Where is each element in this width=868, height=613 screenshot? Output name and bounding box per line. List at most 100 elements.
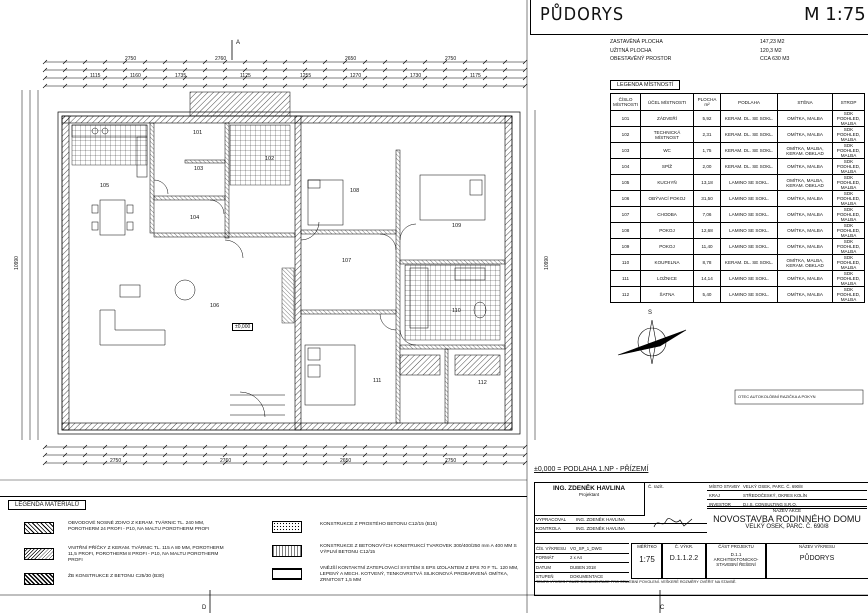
dim-tick (462, 460, 468, 466)
dim-tick (342, 444, 348, 450)
dim-tick (442, 59, 448, 65)
dim-tick (102, 460, 108, 466)
dim-tick (202, 75, 208, 81)
dim-tick (102, 59, 108, 65)
dim-tick (382, 444, 388, 450)
dim-tick (502, 75, 508, 81)
meta-value: DUBEN 2018 (570, 564, 596, 570)
project-label: NÁZEV AKCE (772, 508, 802, 513)
dim-tick (62, 444, 68, 450)
drawing-no: D.1.1.2.2 (669, 555, 699, 562)
dim-tick (322, 83, 328, 89)
dim-tick (262, 67, 268, 73)
dim-tick (142, 75, 148, 81)
company-name: ING. ZDENĚK HAVLINA (552, 485, 626, 492)
partition-walls (149, 122, 506, 424)
materials-legend (0, 496, 527, 595)
dim-tick (202, 83, 208, 89)
dim-text: 2650 (340, 458, 352, 464)
dim-tick (202, 59, 208, 65)
dim-tick (402, 75, 408, 81)
title-header (530, 0, 868, 35)
dim-tick (402, 444, 408, 450)
dim-tick (142, 67, 148, 73)
drawing-no-box: Č. VÝKR. D.1.1.2.2 (661, 543, 707, 579)
dim-tick (382, 83, 388, 89)
meta-label: DATUM (536, 564, 551, 570)
furniture (71, 124, 487, 418)
room-number: 111 (373, 378, 382, 384)
dim-text: 1115 (90, 73, 101, 79)
dim-tick (182, 444, 188, 450)
author-role: KONTROLA (536, 525, 561, 531)
section-label-a: A (236, 40, 241, 46)
dim-tick (122, 75, 128, 81)
drawing-name-label: NÁZEV VÝKRESU (798, 544, 836, 549)
info-value: VELKÝ OSEK, PARC. Č. 690/8 (743, 483, 803, 489)
dim-tick (242, 75, 248, 81)
rooms-legend-header: ČÍSLO MÍSTNOSTI ÚČEL MÍSTNOSTI PLOCHA m²… (609, 93, 865, 111)
dim-tick (142, 452, 148, 458)
info-label: INVESTOR (709, 501, 731, 507)
dim-tick (122, 444, 128, 450)
dim-tick (182, 75, 188, 81)
room-number: 112 (478, 380, 487, 386)
room-cell: SDK PODHLED, MALBA (832, 190, 865, 207)
material-item: VNITŘNÍ PŘÍČKY Z KERAM. TVÁRNIC TL. 115 … (68, 546, 224, 563)
scale-box: MĚŘÍTKO 1:75 (631, 543, 663, 579)
room-cell: LAMINO SE SOKL. (720, 286, 779, 303)
dim-tick (302, 67, 308, 73)
part-value: D.1.1 ARCHITEKTONICKO-STAVEBNÍ ŘEŠENÍ (713, 552, 759, 567)
dim-tick (122, 460, 128, 466)
dim-tick (482, 460, 488, 466)
material-item: ŽB KONSTRUKCE Z BETONU C25/30 (B30) (68, 574, 165, 579)
dim-tick (342, 83, 348, 89)
dim-tick (262, 460, 268, 466)
dim-tick (162, 67, 168, 73)
drawing-no-label: Č. VÝKR. (674, 544, 694, 549)
dim-tick (422, 452, 428, 458)
dim-tick (42, 75, 48, 81)
wardrobe-hatch (399, 354, 441, 376)
dim-tick (282, 59, 288, 65)
dim-tick (342, 460, 348, 466)
rooms-legend-title: LEGENDA MÍSTNOSTÍ (610, 80, 681, 90)
room-cell: 5,40 (693, 286, 722, 303)
area-label: OBESTAVĚNÝ PROSTOR (610, 56, 672, 62)
dim-tick (322, 460, 328, 466)
dim-tick (402, 460, 408, 466)
dim-tick (382, 59, 388, 65)
dim-tick (522, 59, 528, 65)
kitchen-tile (71, 124, 148, 166)
dim-tick (482, 59, 488, 65)
dim-tick (442, 75, 448, 81)
dim-tick (262, 444, 268, 450)
area-value: 120,3 M2 (760, 47, 782, 54)
dim-tick (522, 460, 528, 466)
dim-tick (222, 67, 228, 73)
dim-tick (422, 67, 428, 73)
dim-tick (422, 83, 428, 89)
dim-tick (62, 83, 68, 89)
author-name: ING. ZDENĚK HAVLINA (576, 516, 625, 522)
dim-tick (342, 59, 348, 65)
dim-tick (322, 444, 328, 450)
dim-tick (122, 452, 128, 458)
meta-label: FORMÁT (536, 555, 555, 561)
area-label: ZASTAVĚNÁ PLOCHA (610, 39, 663, 45)
dim-tick (202, 460, 208, 466)
dim-tick (502, 83, 508, 89)
terrace-hatch (189, 91, 291, 117)
swatch-brick-240 (24, 522, 54, 534)
dim-text: 1730 (410, 73, 422, 79)
chimney (281, 267, 295, 324)
dim-tick (42, 452, 48, 458)
dim-text: 2750 (445, 56, 457, 62)
drawing-name: PŮDORYS (799, 555, 835, 562)
